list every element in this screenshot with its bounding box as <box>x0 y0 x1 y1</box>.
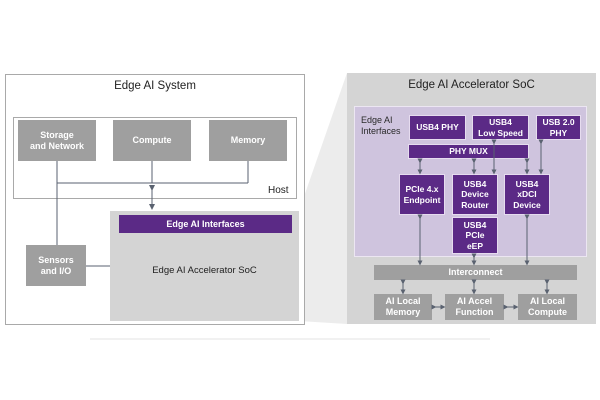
memory-block: Memory <box>209 120 287 161</box>
edge-ai-interfaces-label: Edge AI Interfaces <box>361 115 401 136</box>
usb4-pcie-eep-block: USB4 PCIe eEP <box>452 217 498 254</box>
pcie-endpoint-block: PCIe 4.x Endpoint <box>399 174 445 215</box>
ai-local-memory-block: AI Local Memory <box>374 294 432 320</box>
usb4-low-speed-block: USB4 Low Speed <box>472 115 529 140</box>
storage-network-block: Storage and Network <box>18 120 96 161</box>
ai-local-compute-block: AI Local Compute <box>518 294 577 320</box>
usb4-xdci-device-block: USB4 xDCI Device <box>504 174 550 215</box>
usb4-phy-block: USB4 PHY <box>409 115 466 140</box>
host-label: Host <box>268 185 289 196</box>
edge-ai-interfaces-bar: Edge AI Interfaces <box>119 215 292 233</box>
phy-mux-block: PHY MUX <box>408 144 529 159</box>
soc-detail-title: Edge AI Accelerator SoC <box>408 79 535 91</box>
accelerator-soc-label: Edge AI Accelerator SoC <box>152 265 257 276</box>
usb2-phy-block: USB 2.0 PHY <box>536 115 581 140</box>
caption-placeholder <box>90 338 490 340</box>
usb4-device-router-block: USB4 Device Router <box>452 174 498 215</box>
interconnect-block: Interconnect <box>374 265 577 280</box>
ai-accel-function-block: AI Accel Function <box>445 294 504 320</box>
edge-ai-system-title: Edge AI System <box>114 80 196 92</box>
compute-block: Compute <box>113 120 191 161</box>
sensors-io-block: Sensors and I/O <box>26 245 86 286</box>
